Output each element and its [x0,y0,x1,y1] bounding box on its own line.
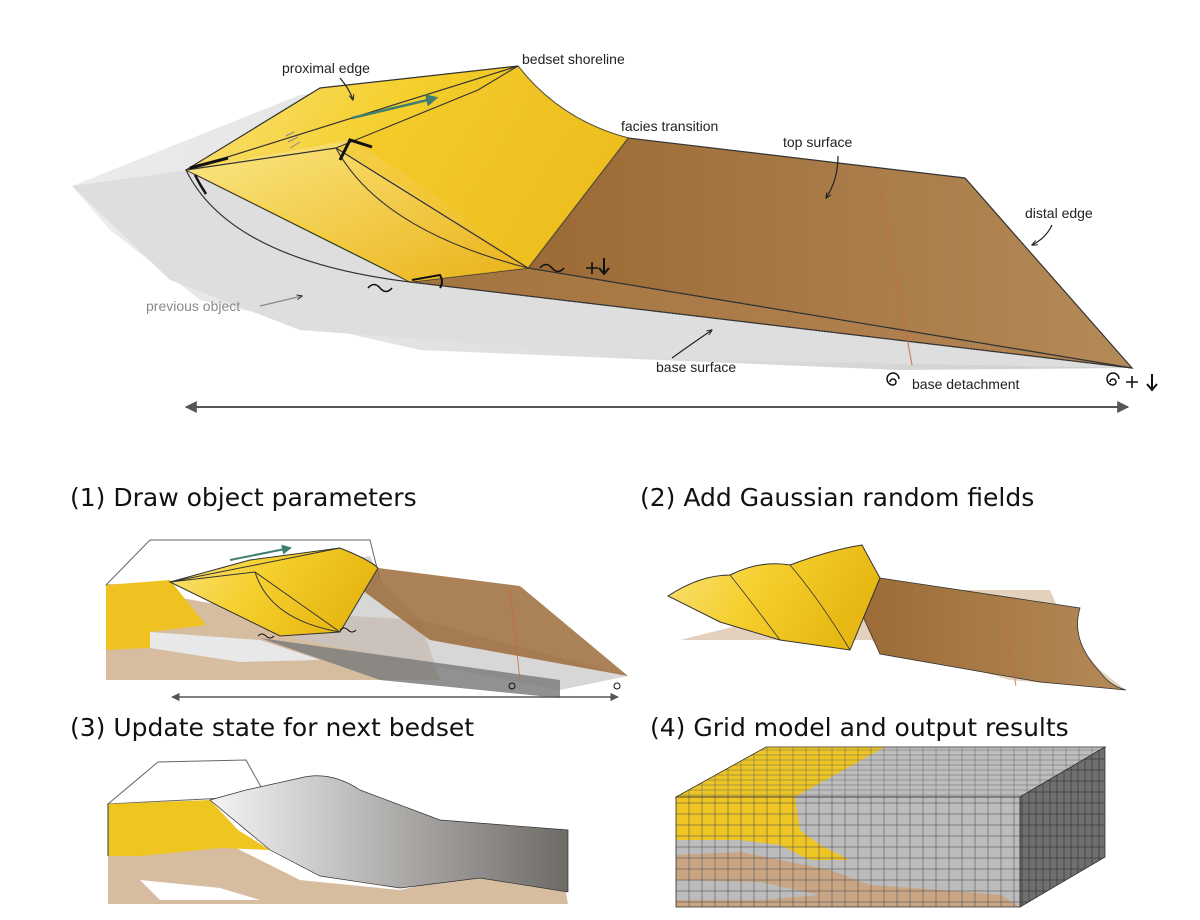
panel-1-draw-parameters [104,539,628,702]
sand-wedge-front [186,140,528,282]
plus-symbol [586,262,598,274]
spiral-symbol [1106,372,1120,386]
tilde-symbol [367,283,393,293]
label-previous-object: previous object [146,298,240,314]
label-distal-edge: distal edge [1025,205,1093,221]
step-1-title: (1) Draw object parameters [70,483,417,512]
step-4-title: (4) Grid model and output results [650,713,1069,742]
main-diagram: proximal edge bedset shoreline facies tr… [72,51,1158,413]
down-arrow-symbol [1146,374,1158,392]
label-proximal-edge: proximal edge [282,60,370,76]
panel-3-update-state [106,759,569,904]
label-top-surface: top surface [783,134,852,150]
tilde-symbol [539,263,565,273]
label-base-detachment: base detachment [912,376,1020,392]
label-facies-transition: facies transition [621,118,718,134]
plus-symbol [1126,376,1138,388]
down-arrow-symbol [598,258,610,276]
sand-wedge-inner [336,66,628,268]
label-bedset-shoreline: bedset shoreline [522,51,625,67]
panel-4-grid-model [674,746,1107,908]
previous-object-lower-shadow [72,170,1132,368]
panel-2-gaussian-fields [666,544,1127,691]
step-2-title: (2) Add Gaussian random fields [640,483,1034,512]
direction-arrow [351,94,439,120]
label-base-surface: base surface [656,359,736,375]
spiral-symbol [886,372,900,386]
step-3-title: (3) Update state for next bedset [70,713,474,742]
